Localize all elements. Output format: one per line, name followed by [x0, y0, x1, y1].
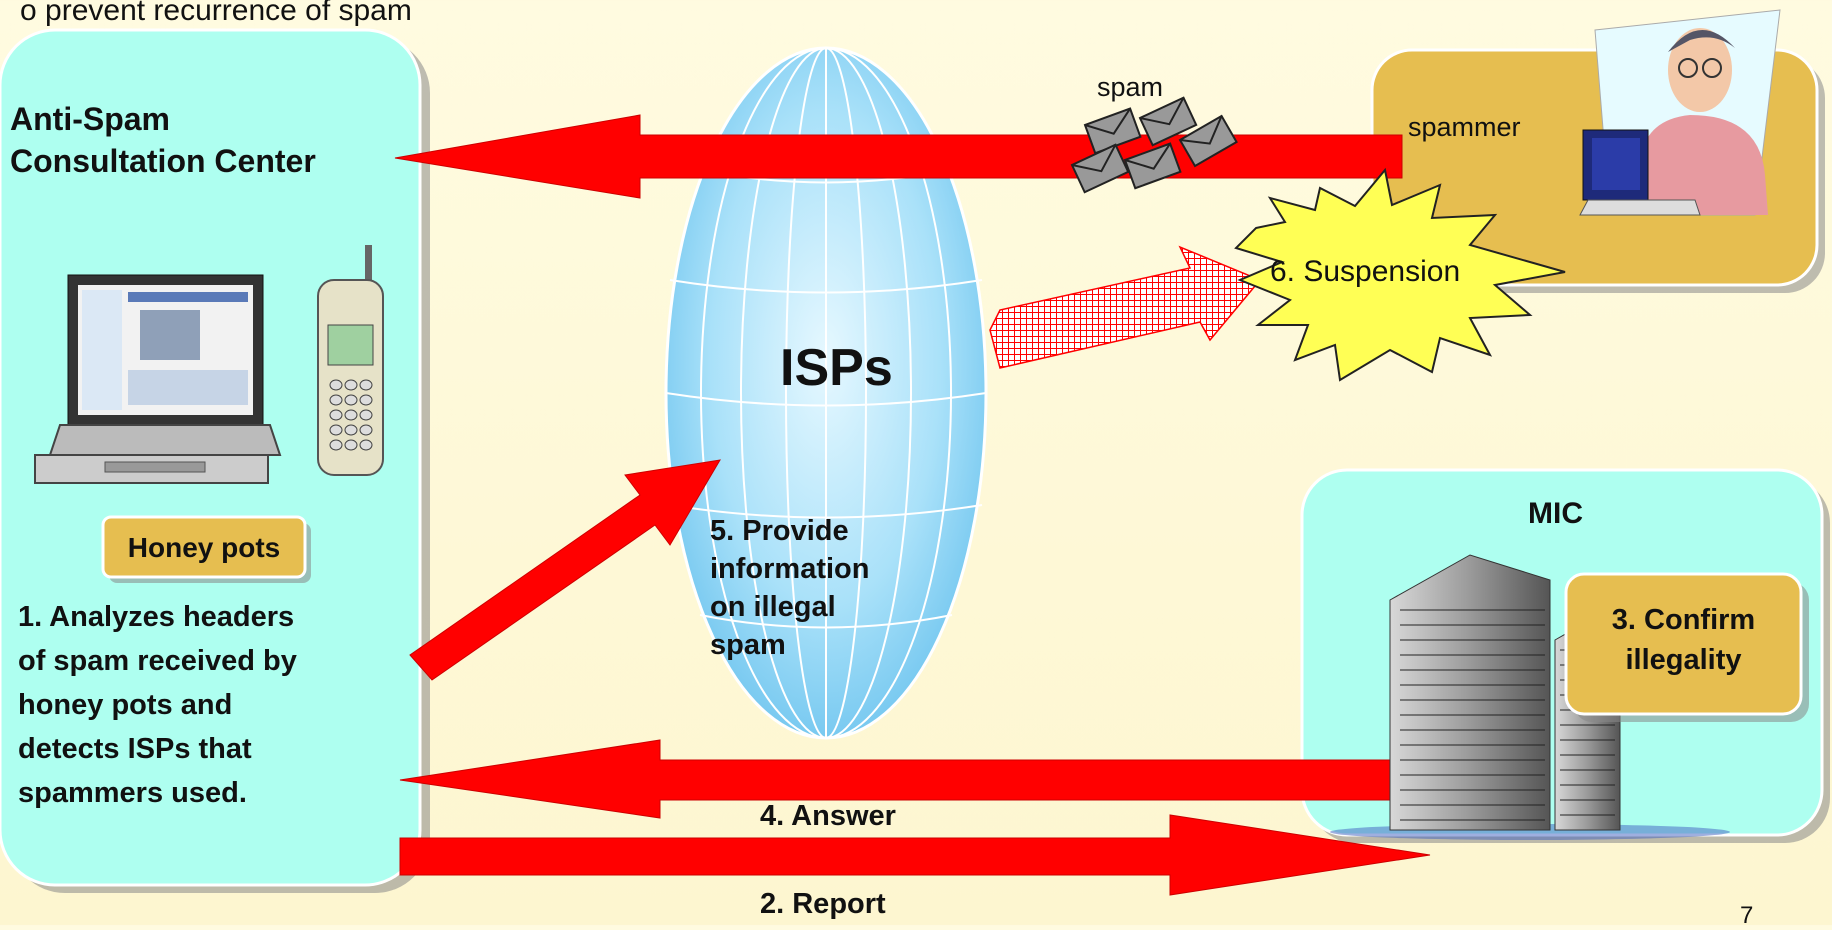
isps-globe [664, 46, 988, 740]
step1-text: 1. Analyzes headers of spam received by … [18, 595, 297, 815]
step1-line: detects ISPs that [18, 733, 252, 765]
honeypots-label: Honey pots [127, 532, 281, 563]
step1-line: honey pots and [18, 689, 233, 721]
honeypots-box [101, 515, 311, 583]
step5-text: 5. Provide information on illegal spam [710, 512, 870, 664]
anti-spam-title: Anti-Spam Consultation Center [10, 98, 316, 182]
anti-spam-title-line2: Consultation Center [10, 143, 316, 179]
step1-line: of spam received by [18, 645, 297, 677]
page-number: 7 [1740, 902, 1754, 929]
suspension-arrow [989, 245, 1262, 369]
confirm-illegality-box [1564, 572, 1809, 722]
spam-envelopes-icon [1070, 96, 1238, 194]
spam-label: spam [1097, 72, 1164, 102]
step3-line: illegality [1625, 644, 1742, 676]
spammer-label: spammer [1408, 112, 1521, 142]
step1-line: spammers used. [18, 777, 247, 809]
step5-line: on illegal [710, 591, 836, 623]
step3-text: 3. Confirm illegality [1566, 600, 1801, 680]
mic-title: MIC [1528, 497, 1583, 530]
report-label: 2. Report [760, 888, 886, 920]
anti-spam-title-line1: Anti-Spam [10, 101, 170, 137]
step5-line: information [710, 553, 870, 585]
laptop-icon [34, 274, 282, 484]
step5-line: 5. Provide [710, 515, 849, 547]
spammer-person-icon [1579, 9, 1781, 216]
isps-label: ISPs [780, 339, 893, 397]
mobile-phone-icon [317, 245, 384, 476]
suspension-burst [1234, 167, 1566, 382]
suspension-label: 6. Suspension [1270, 255, 1461, 288]
step1-line: 1. Analyzes headers [18, 601, 295, 633]
step3-line: 3. Confirm [1611, 604, 1756, 636]
step5-line: spam [710, 629, 786, 661]
provide-info-arrow [409, 459, 721, 681]
answer-arrow [399, 739, 1431, 819]
header-fragment: o prevent recurrence of spam [20, 0, 412, 27]
report-arrow [399, 814, 1431, 896]
answer-label: 4. Answer [760, 800, 896, 832]
